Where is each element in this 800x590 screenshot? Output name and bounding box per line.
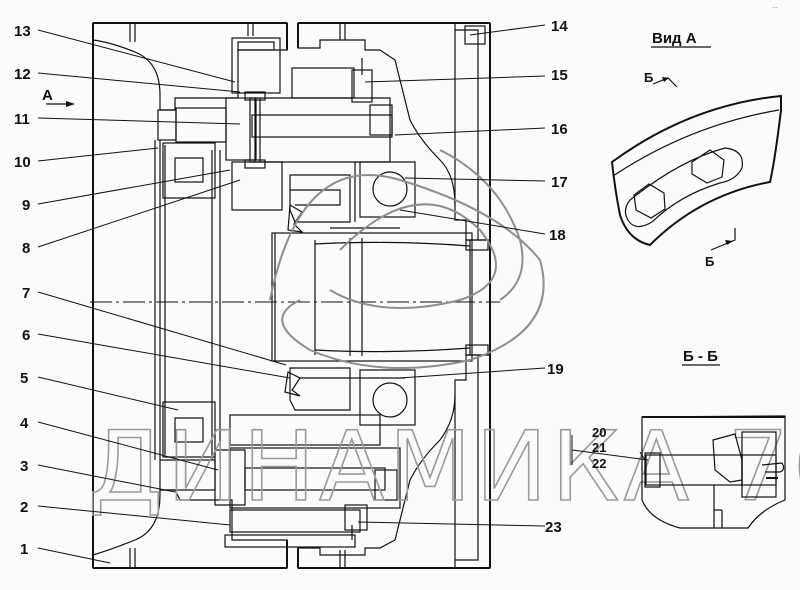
callout-16: 16 — [551, 121, 568, 138]
bearing-upper-left — [162, 142, 216, 199]
callout-20: 20 — [592, 425, 606, 440]
callouts-right: 14 15 16 17 18 19 23 — [545, 18, 568, 536]
view-a-detail: Вид А Б Б — [610, 30, 782, 269]
central-shaft — [271, 232, 473, 362]
callout-17: 17 — [551, 174, 568, 191]
callout-3: 3 — [20, 458, 28, 475]
section-mark-top: Б — [644, 70, 653, 85]
callout-11: 11 — [14, 111, 30, 128]
callout-14: 14 — [551, 18, 568, 35]
callout-9: 9 — [22, 197, 30, 214]
callout-12: 12 — [14, 66, 31, 83]
inner-ring — [154, 140, 221, 460]
callout-2: 2 — [20, 499, 28, 516]
corner-mark: ... — [772, 3, 778, 10]
callout-8: 8 — [22, 240, 30, 257]
housing-left — [92, 22, 288, 569]
bearing-lower-left — [162, 401, 216, 458]
callout-10: 10 — [14, 154, 31, 171]
callout-23: 23 — [545, 519, 562, 536]
callout-22: 22 — [592, 456, 606, 471]
callout-15: 15 — [551, 67, 568, 84]
watermark-text: ДИНАМИКА 76 — [88, 411, 800, 523]
callout-13: 13 — [14, 23, 31, 40]
callout-21: 21 — [592, 440, 606, 455]
housing-right — [297, 22, 491, 569]
callout-7: 7 — [22, 285, 30, 302]
leader-lines-left — [37, 29, 291, 564]
leader-lines-right — [357, 24, 646, 527]
callout-19: 19 — [547, 361, 564, 378]
view-a-title: Вид А — [652, 30, 697, 47]
section-bb-detail: Б - Б 20 21 22 — [571, 348, 786, 529]
section-bb-title: Б - Б — [683, 348, 718, 365]
view-arrow-a: А — [42, 87, 75, 107]
watermark-logo — [269, 149, 545, 369]
callouts-left: 13 12 11 10 9 8 7 6 5 4 3 2 1 — [14, 23, 31, 558]
callout-18: 18 — [549, 227, 566, 244]
callout-5: 5 — [20, 370, 28, 387]
callout-4: 4 — [20, 415, 29, 432]
lower-gear-assembly — [159, 367, 416, 548]
upper-gear-assembly — [157, 37, 416, 233]
section-mark-bottom: Б — [705, 254, 714, 269]
callout-1: 1 — [20, 541, 28, 558]
callout-6: 6 — [22, 327, 30, 344]
view-arrow-label: А — [42, 87, 53, 104]
